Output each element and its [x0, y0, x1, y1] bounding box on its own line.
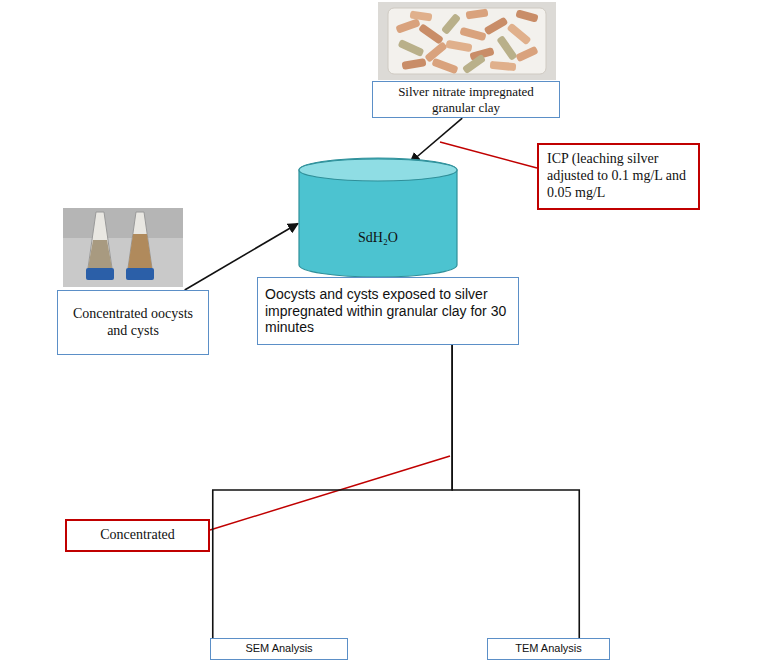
photo-ground — [378, 2, 556, 80]
node-text: SEM Analysis — [215, 642, 343, 655]
leader-lines — [210, 142, 537, 530]
leader-line — [440, 142, 537, 168]
node-text: SdH₂O — [304, 230, 452, 247]
connector — [452, 345, 579, 638]
note-box: ICP (leaching silver adjusted to 0.1 mg/… — [537, 143, 700, 210]
node-text: Concentrated oocysts and cysts — [66, 306, 200, 340]
connector — [213, 345, 452, 638]
cylinder-top — [299, 159, 457, 181]
analysis-box: SEM Analysis — [210, 638, 348, 660]
sample-box: Concentrated oocysts and cysts — [57, 290, 209, 355]
tube — [128, 212, 152, 268]
clay-photo — [378, 2, 556, 80]
cylinder-shape — [298, 158, 458, 277]
leader-line — [210, 456, 450, 530]
sample-liquid — [128, 234, 152, 268]
photo-shade — [63, 208, 183, 238]
clay-granules — [395, 9, 538, 75]
tube-cap — [86, 268, 114, 280]
node-text: Concentrated — [73, 527, 202, 544]
material-box: Silver nitrate impregnated granular clay — [372, 81, 560, 118]
node-text: Oocysts and cysts exposed to silver impr… — [265, 286, 511, 336]
tube — [88, 212, 112, 268]
tray — [388, 8, 546, 74]
water-cylinder: SdH₂O — [298, 158, 458, 277]
process-box: Oocysts and cysts exposed to silver impr… — [257, 277, 519, 345]
node-text: Silver nitrate impregnated granular clay — [379, 84, 553, 115]
node-text: ICP (leaching silver adjusted to 0.1 mg/… — [547, 151, 690, 201]
tube-cap — [126, 268, 154, 280]
connector — [410, 118, 462, 163]
note-box: Concentrated — [65, 519, 210, 552]
cylinder-body — [299, 158, 457, 277]
node-text: TEM Analysis — [492, 642, 605, 655]
tubes-photo — [63, 208, 183, 287]
sample-liquid — [88, 240, 112, 268]
photo-ground — [63, 208, 183, 287]
analysis-box: TEM Analysis — [487, 638, 610, 660]
